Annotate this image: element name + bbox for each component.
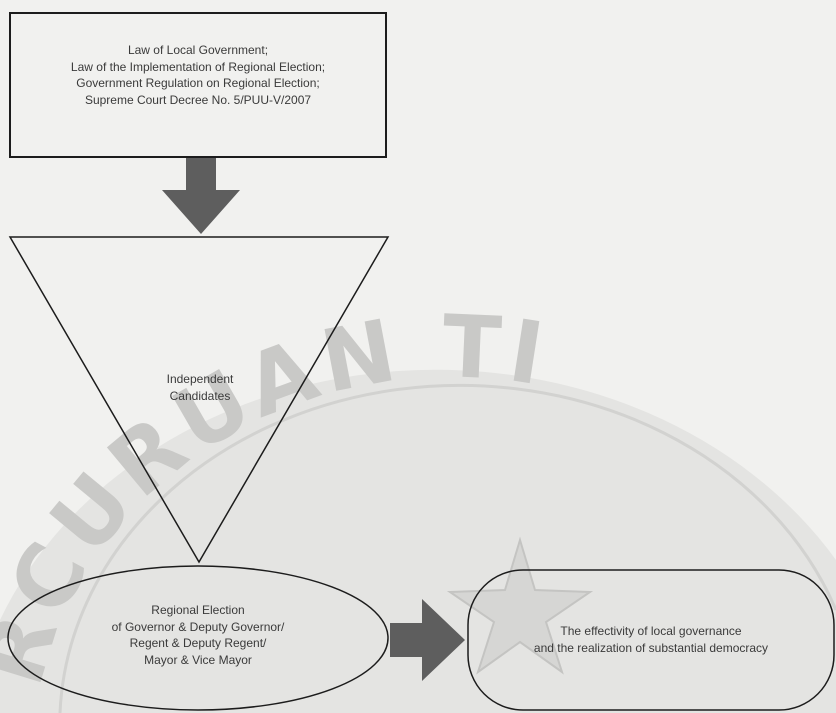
star-icon bbox=[446, 536, 594, 675]
funnel-label: Independent Candidates bbox=[120, 371, 280, 404]
election-line: Mayor & Vice Mayor bbox=[144, 652, 252, 667]
election-line: of Governor & Deputy Governor/ bbox=[111, 619, 285, 634]
right-arrow-icon bbox=[390, 599, 465, 681]
laws-line: Law of the Implementation of Regional El… bbox=[70, 59, 326, 74]
laws-text: Law of Local Government; Law of the Impl… bbox=[20, 42, 376, 108]
election-line: Regional Election bbox=[151, 603, 245, 617]
outcome-label: The effectivity of local governance and … bbox=[478, 623, 824, 656]
funnel-triangle bbox=[8, 236, 390, 564]
outcome-line: The effectivity of local governance bbox=[560, 624, 742, 638]
laws-line: Supreme Court Decree No. 5/PUU-V/2007 bbox=[84, 92, 312, 107]
funnel-line: Candidates bbox=[169, 388, 231, 403]
down-arrow-icon bbox=[162, 158, 240, 234]
laws-box bbox=[9, 12, 387, 158]
election-line: Regent & Deputy Regent/ bbox=[129, 636, 267, 650]
outcome-line: and the realization of substantial democ… bbox=[533, 640, 769, 655]
laws-line: Law of Local Government; bbox=[127, 43, 269, 57]
laws-line: Government Regulation on Regional Electi… bbox=[76, 76, 320, 90]
election-ellipse bbox=[7, 565, 389, 711]
outcome-box bbox=[467, 569, 835, 711]
funnel-line: Independent bbox=[166, 372, 234, 386]
election-label: Regional Election of Governor & Deputy G… bbox=[58, 602, 338, 668]
